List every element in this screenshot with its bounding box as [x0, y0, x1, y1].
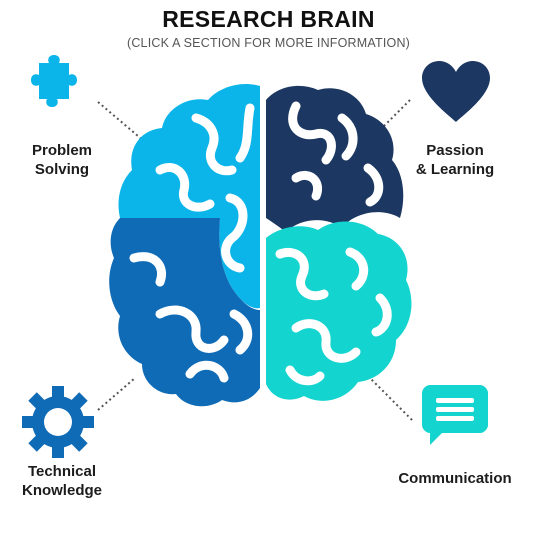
technical-knowledge-line2: Knowledge	[21, 482, 102, 499]
heart-icon[interactable]	[420, 60, 492, 124]
communication-label[interactable]: Communication	[388, 469, 522, 488]
problem-solving-line1: Problem	[31, 142, 92, 159]
problem-solving-label[interactable]: Problem Solving	[18, 141, 106, 179]
passion-learning-label[interactable]: Passion & Learning	[405, 141, 505, 179]
technical-knowledge-line1: Technical	[27, 463, 97, 480]
page-subtitle: (CLICK A SECTION FOR MORE INFORMATION)	[126, 36, 411, 50]
technical-knowledge-label[interactable]: Technical Knowledge	[12, 462, 112, 500]
page-title: RESEARCH BRAIN	[162, 6, 375, 32]
gear-icon[interactable]	[21, 385, 95, 459]
speech-bubble-icon[interactable]	[422, 385, 488, 447]
passion-learning-line1: Passion	[426, 142, 484, 159]
communication-line1: Communication	[398, 470, 512, 487]
passion-learning-line2: & Learning	[415, 161, 495, 178]
brain-graphic	[109, 83, 412, 407]
problem-solving-line2: Solving	[34, 161, 90, 178]
brain-section-passion-learning[interactable]	[266, 85, 404, 232]
puzzle-icon[interactable]	[25, 55, 85, 125]
